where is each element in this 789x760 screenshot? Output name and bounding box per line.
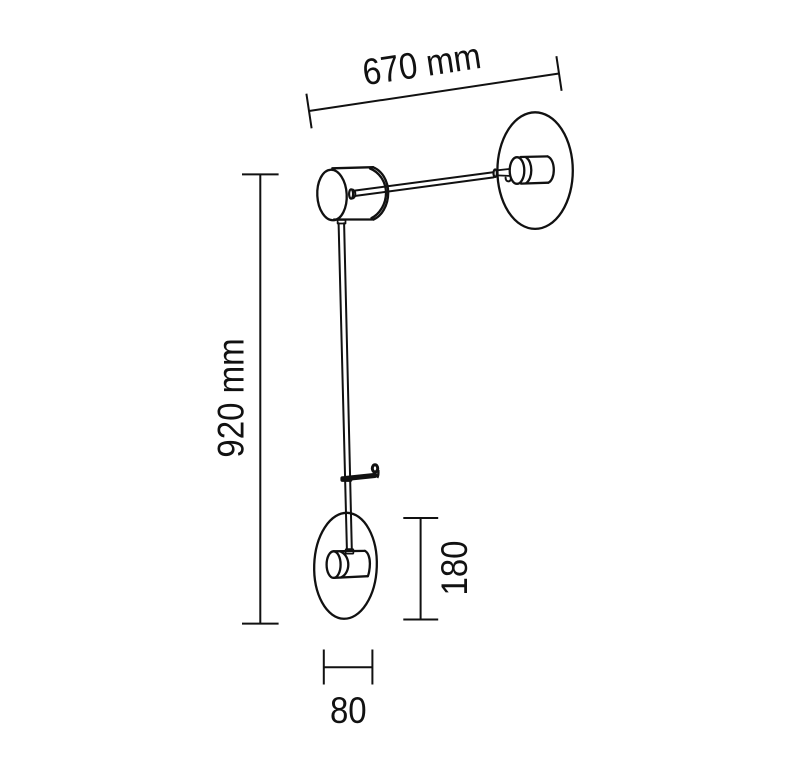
svg-text:180: 180 [434,540,475,595]
svg-text:920 mm: 920 mm [211,338,252,457]
svg-text:80: 80 [330,690,367,731]
